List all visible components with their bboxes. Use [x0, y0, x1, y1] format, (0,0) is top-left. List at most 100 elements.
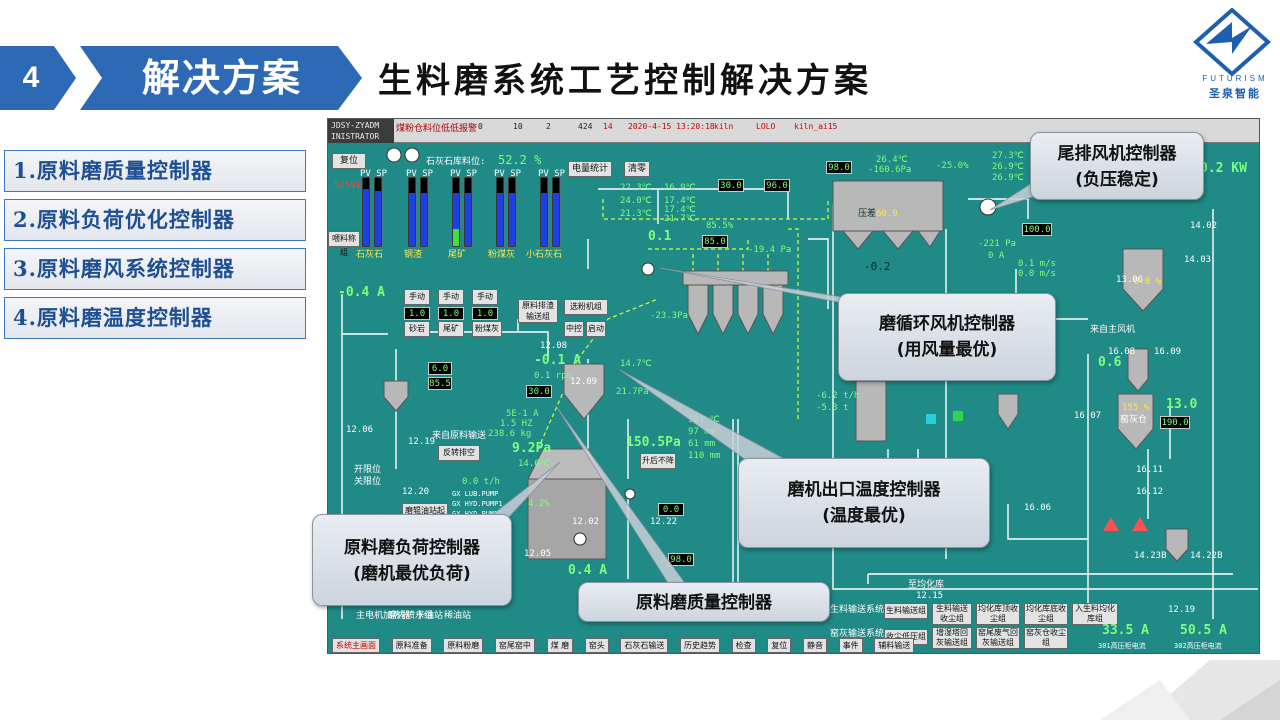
separator-group-button[interactable]: 选粉机组: [564, 299, 608, 315]
pv-sp-label-5: PV SP: [538, 169, 566, 179]
mill-bottom-label-3: 干油站: [416, 611, 444, 621]
page-title: 生料磨系统工艺控制解决方案: [378, 61, 872, 101]
feed-name-2[interactable]: 尾矿: [438, 321, 464, 337]
reverse-empty-button[interactable]: 反转排空: [438, 445, 480, 461]
raw-conveying-group[interactable]: 生料输送组: [884, 603, 928, 619]
scada-top-bar: JDSY-ZYADM INISTRATOR 煤粉仓料位低低报警 0 10 2 4…: [328, 119, 1259, 143]
homo-feed-group[interactable]: 入生料均化库组: [1072, 603, 1118, 625]
elec-stat-button[interactable]: 电量统计: [568, 161, 612, 177]
nav-main-screen[interactable]: 系统主画面: [332, 638, 380, 653]
right-tag-2: 14.02: [1190, 221, 1218, 231]
central-control-button[interactable]: 中控: [564, 321, 584, 337]
section-title-arrow: [80, 46, 362, 110]
nav-reset[interactable]: 复位: [767, 638, 792, 653]
right-tag-5: 16.09: [1154, 347, 1182, 357]
manual-button-3[interactable]: 手动: [472, 289, 498, 305]
right-tag-9: 16.06: [1024, 503, 1052, 513]
mill-param-2: 1.5 HZ: [500, 419, 533, 429]
display-85: 85.0: [702, 235, 728, 248]
operator-line-1: JDSY-ZYADM: [331, 121, 380, 130]
alarm-number: 14: [603, 122, 613, 131]
mill-param-3: 238.6 kg: [488, 429, 532, 439]
manual-button-2[interactable]: 手动: [438, 289, 464, 305]
flow-1: 0.1 m/s: [1018, 259, 1056, 269]
hv-current-2-label: 302高压柜电流: [1174, 642, 1222, 650]
silo-level: 0.0 %: [1134, 277, 1162, 287]
nav-check[interactable]: 检查: [731, 638, 756, 653]
mid-flow-2: -5.3 t: [816, 403, 849, 413]
damper-percent: 85.5%: [706, 221, 734, 231]
nav-mute[interactable]: 静音: [802, 638, 827, 653]
start-button[interactable]: 启动: [586, 321, 606, 337]
feed-name-1[interactable]: 砂岩: [404, 321, 430, 337]
from-raw-label: 来自原料输送: [432, 431, 487, 441]
menu-item-air[interactable]: 3.原料磨风系统控制器: [4, 248, 306, 290]
kiln-bin-label: 窑灰仓: [1120, 415, 1148, 425]
temp-left-1: 22.3℃: [620, 183, 652, 193]
feed-name-3[interactable]: 粉煤灰: [472, 321, 502, 337]
mill-param-1: 5E-1 A: [506, 409, 539, 419]
flow-2: 0.0 m/s: [1018, 269, 1056, 279]
limit-open: 开限位: [354, 465, 382, 475]
nav-events[interactable]: 事件: [838, 638, 863, 653]
silo-label-3: 尾矿: [448, 250, 467, 260]
nav-raw-grinding[interactable]: 原料粉磨: [443, 638, 484, 653]
nav-raw-prep[interactable]: 原料准备: [391, 638, 432, 653]
operator-box: JDSY-ZYADM INISTRATOR: [328, 119, 394, 143]
slag-conveyor-button[interactable]: 原料排渣输送组: [518, 299, 558, 323]
callout-mill-quality: 原料磨质量控制器: [578, 582, 830, 622]
silo-label-1: 石灰石: [356, 250, 384, 260]
duct-pressure-2: -23.3Pa: [650, 311, 688, 321]
value-85: 85.5: [428, 377, 452, 390]
menu-item-quality[interactable]: 1.原料磨质量控制器: [4, 150, 306, 192]
vibration-2: 97 mm: [688, 427, 716, 437]
callout-tail-fan-sub: (负压稳定): [1075, 170, 1159, 190]
alarm-tag-1: kiln: [714, 122, 734, 131]
display-98b: 98.0: [668, 553, 694, 566]
right-tag-6: 16.07: [1074, 411, 1102, 421]
count-3: 2: [546, 122, 551, 131]
inlet-current: 0 A: [988, 251, 1005, 261]
callout-mill-load-title: 原料磨负荷控制器: [344, 538, 480, 558]
pv-sp-label-4: PV SP: [494, 169, 522, 179]
right-tag-4: 16.08: [1108, 347, 1136, 357]
silo-label-2: 钢渣: [404, 250, 423, 260]
nav-kiln-head[interactable]: 窑头: [584, 638, 609, 653]
right-tag-3: 14.03: [1184, 255, 1212, 265]
reset-button[interactable]: 复位: [332, 153, 366, 169]
feed-group-button[interactable]: 喂料称组: [328, 231, 360, 257]
callout-tail-fan-title: 尾排风机控制器: [1057, 144, 1177, 164]
nav-kiln-tail[interactable]: 窑尾窑中: [494, 638, 535, 653]
nav-history[interactable]: 历史趋势: [680, 638, 721, 653]
tag-12-06: 12.06: [346, 425, 374, 435]
mill-current: -0.1 A: [534, 353, 581, 368]
limestone-level-value: 52.2 %: [498, 153, 542, 167]
tail-fan-power: 0.2 KW: [1200, 161, 1247, 176]
clear-button[interactable]: 清零: [624, 161, 650, 177]
count-2: 10: [513, 122, 523, 131]
temp-left-3: 21.3℃: [620, 209, 652, 219]
nav-coal-mill[interactable]: 煤 磨: [546, 638, 574, 653]
display-0: 0.0: [658, 503, 684, 516]
homo-bottom-dust-group[interactable]: 均化库底收尘组: [1024, 603, 1068, 625]
logo-text-cn: 圣泉智能: [1209, 87, 1261, 100]
lift-button[interactable]: 升后不降: [640, 453, 676, 469]
humidifier-return-group[interactable]: 增湿塔回灰输送组: [932, 627, 972, 649]
menu-item-load[interactable]: 2.原料负荷优化控制器: [4, 199, 306, 241]
right-temp-2: 26.9℃: [992, 162, 1024, 172]
pv-sp-label-3: PV SP: [450, 169, 478, 179]
homo-top-dust-group[interactable]: 均化库顶收尘组: [976, 603, 1020, 625]
value-6: 6.0: [428, 362, 452, 375]
manual-button-1[interactable]: 手动: [404, 289, 430, 305]
kiln-bin-dust-group[interactable]: 窑灰仓收尘组: [1024, 627, 1068, 649]
nav-aux-transport[interactable]: 辅料输送: [874, 638, 915, 653]
duct-pressure: -19.4 Pa: [748, 245, 792, 255]
alarm-tag-3: kiln_ai15: [794, 122, 838, 131]
menu-item-temperature[interactable]: 4.原料磨温度控制器: [4, 297, 306, 339]
silo-label-5: 小石灰石: [526, 250, 563, 260]
feed-rate: 0.0 t/h: [462, 477, 500, 487]
to-homogenization: 至均化库: [908, 580, 945, 590]
raw-dust-group[interactable]: 生料输送收尘组: [932, 603, 972, 625]
nav-limestone[interactable]: 石灰石输送: [620, 638, 669, 653]
kiln-exhaust-return-group[interactable]: 窑尾废气回灰输送组: [976, 627, 1020, 649]
